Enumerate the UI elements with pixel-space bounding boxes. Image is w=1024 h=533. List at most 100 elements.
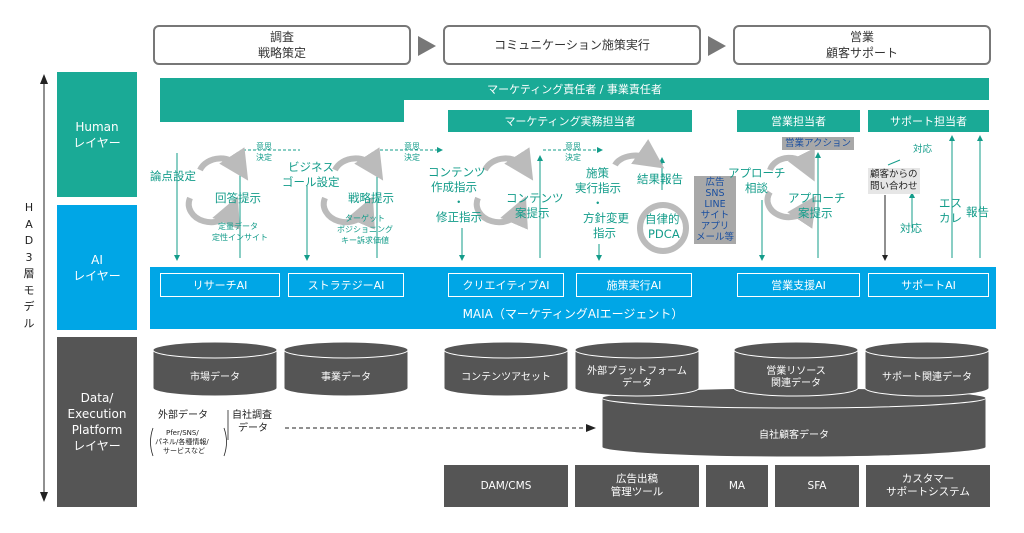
cycle-pdca (637, 202, 689, 254)
cycle-sales-top (767, 147, 815, 182)
model-char: H (24, 201, 34, 214)
model-char: A (25, 217, 33, 231)
db-external-line2: データ (622, 378, 652, 389)
paren-right (223, 427, 227, 457)
model-char: デ (23, 300, 35, 313)
layer-data-line2: Execution (67, 407, 127, 421)
bar-marketing-practitioner: マーケティング実務担当者 (448, 110, 692, 132)
label-approach2: アプローチ (788, 191, 846, 205)
phase-research-line2: 戦略策定 (257, 46, 306, 60)
label-decision1b: 決定 (256, 153, 272, 162)
label-target: ターゲット (345, 214, 385, 223)
bar-executive: マーケティング責任者 / 事業責任者 (160, 78, 989, 100)
platform-ad-tool: 広告出稿 管理ツール (575, 465, 699, 507)
model-char: 層 (23, 267, 35, 280)
platform-ad-line1: 広告出稿 (616, 473, 658, 485)
channel-item: メール等 (695, 232, 734, 243)
layer-data-line3: Platform (71, 423, 123, 437)
channel-item: 広告 (705, 177, 725, 188)
label-dot2: ・ (592, 196, 604, 210)
phase-sales-line2: 顧客サポート (825, 46, 898, 60)
layer-data-line4: レイヤー (73, 439, 121, 453)
label-escalation2: カレ (939, 211, 962, 225)
ai-execution: 施策実行AI (576, 273, 692, 297)
cylinder-business-top (283, 341, 409, 359)
cycle-exec-top (612, 139, 665, 169)
cylinder-content-top (443, 341, 569, 359)
label-response-top: 対応 (913, 144, 933, 155)
label-draft: 案提示 (515, 206, 550, 220)
channel-item: LINE (704, 199, 726, 210)
platform-dam-cms-label: DAM/CMS (480, 479, 532, 492)
layer-human: Human レイヤー (57, 72, 137, 197)
badge-customer-inquiry: 顧客からの 問い合わせ (868, 168, 920, 194)
label-exec-instruct: 実行指示 (575, 181, 621, 195)
label-external-paren3: サービスなど (163, 447, 205, 455)
platform-dam-cms: DAM/CMS (444, 465, 568, 507)
platform-sfa-label: SFA (807, 479, 827, 492)
platform-sfa: SFA (775, 465, 859, 507)
label-goal-setting: ゴール設定 (282, 175, 340, 189)
layer-ai-line2: レイヤー (73, 268, 121, 283)
layer-data: Data/ Execution Platform レイヤー (57, 337, 137, 507)
db-content: コンテンツアセット (461, 372, 551, 383)
cycle-creative-bottom (473, 196, 528, 230)
db-external-line1: 外部プラットフォーム (587, 366, 687, 377)
model-char: 3 (25, 250, 33, 264)
inquiry-line2: 問い合わせ (870, 181, 918, 192)
cycle-creative-top (482, 147, 534, 181)
db-sales-line1: 営業リソース (766, 366, 826, 377)
channel-item: アプリ (700, 221, 730, 232)
cycle-sales-bottom (764, 190, 817, 229)
maia-label: MAIA（マーケティングAIエージェント） (462, 307, 684, 321)
channel-list: 広告 SNS LINE サイト アプリ メール等 (694, 176, 736, 244)
ai-sales-support: 営業支援AI (737, 273, 860, 297)
channel-item: サイト (700, 210, 730, 221)
layer-ai: AI レイヤー (57, 205, 137, 330)
label-qual-insight: 定性インサイト (212, 233, 268, 242)
phase-research: 調査 戦略策定 (153, 25, 411, 65)
cylinder-support-top (864, 341, 990, 359)
db-external-platform: 外部プラットフォーム データ (575, 366, 699, 390)
label-proposal: 案提示 (798, 206, 833, 220)
layer-human-line2: レイヤー (73, 135, 121, 150)
platform-ma-label: MA (728, 479, 746, 492)
phase-arrow-1 (418, 36, 436, 56)
label-topic-setting: 論点設定 (150, 169, 196, 183)
db-market: 市場データ (190, 372, 240, 383)
phase-research-line1: 調査 (269, 30, 294, 44)
label-key-value: キー訴求価値 (341, 236, 389, 245)
badge-sales-action: 営業アクション (782, 137, 855, 150)
label-own-survey: 自社調査 (232, 410, 272, 421)
cylinder-market-top (152, 341, 278, 359)
ai-research: リサーチAI (160, 273, 280, 297)
ai-support: サポートAI (868, 273, 989, 297)
ai-strategy: ストラテジーAI (288, 273, 404, 297)
layer-human-line1: Human (75, 119, 119, 134)
layer-ai-line1: AI (91, 252, 103, 267)
model-char: D (24, 234, 34, 247)
cylinder-sales-top (733, 341, 859, 359)
platform-ma: MA (706, 465, 768, 507)
label-strategy: 戦略提示 (348, 191, 394, 205)
layer-data-line1: Data/ (80, 391, 114, 405)
paren-left (150, 427, 154, 457)
model-char: モ (23, 283, 35, 297)
label-instruct: 指示 (593, 226, 616, 240)
label-decision2a: 意思 (404, 142, 420, 151)
label-decision3a: 意思 (565, 142, 581, 151)
label-fix-instruct: 修正指示 (436, 210, 482, 224)
label-autonomous: 自律的 (645, 212, 680, 226)
inquiry-line1: 顧客からの (870, 169, 918, 180)
label-measure: 施策 (586, 166, 609, 180)
channel-item: SNS (705, 188, 725, 199)
label-dot1: ・ (453, 195, 465, 209)
arrow-inquiry (887, 159, 901, 166)
platform-cs-line2: サポートシステム (886, 486, 970, 498)
label-pdca: PDCA (648, 227, 680, 241)
label-business: ビジネス (288, 160, 334, 174)
arrow-external-head (586, 424, 596, 432)
cycle-research-top (197, 147, 249, 181)
label-report: 報告 (966, 205, 989, 219)
